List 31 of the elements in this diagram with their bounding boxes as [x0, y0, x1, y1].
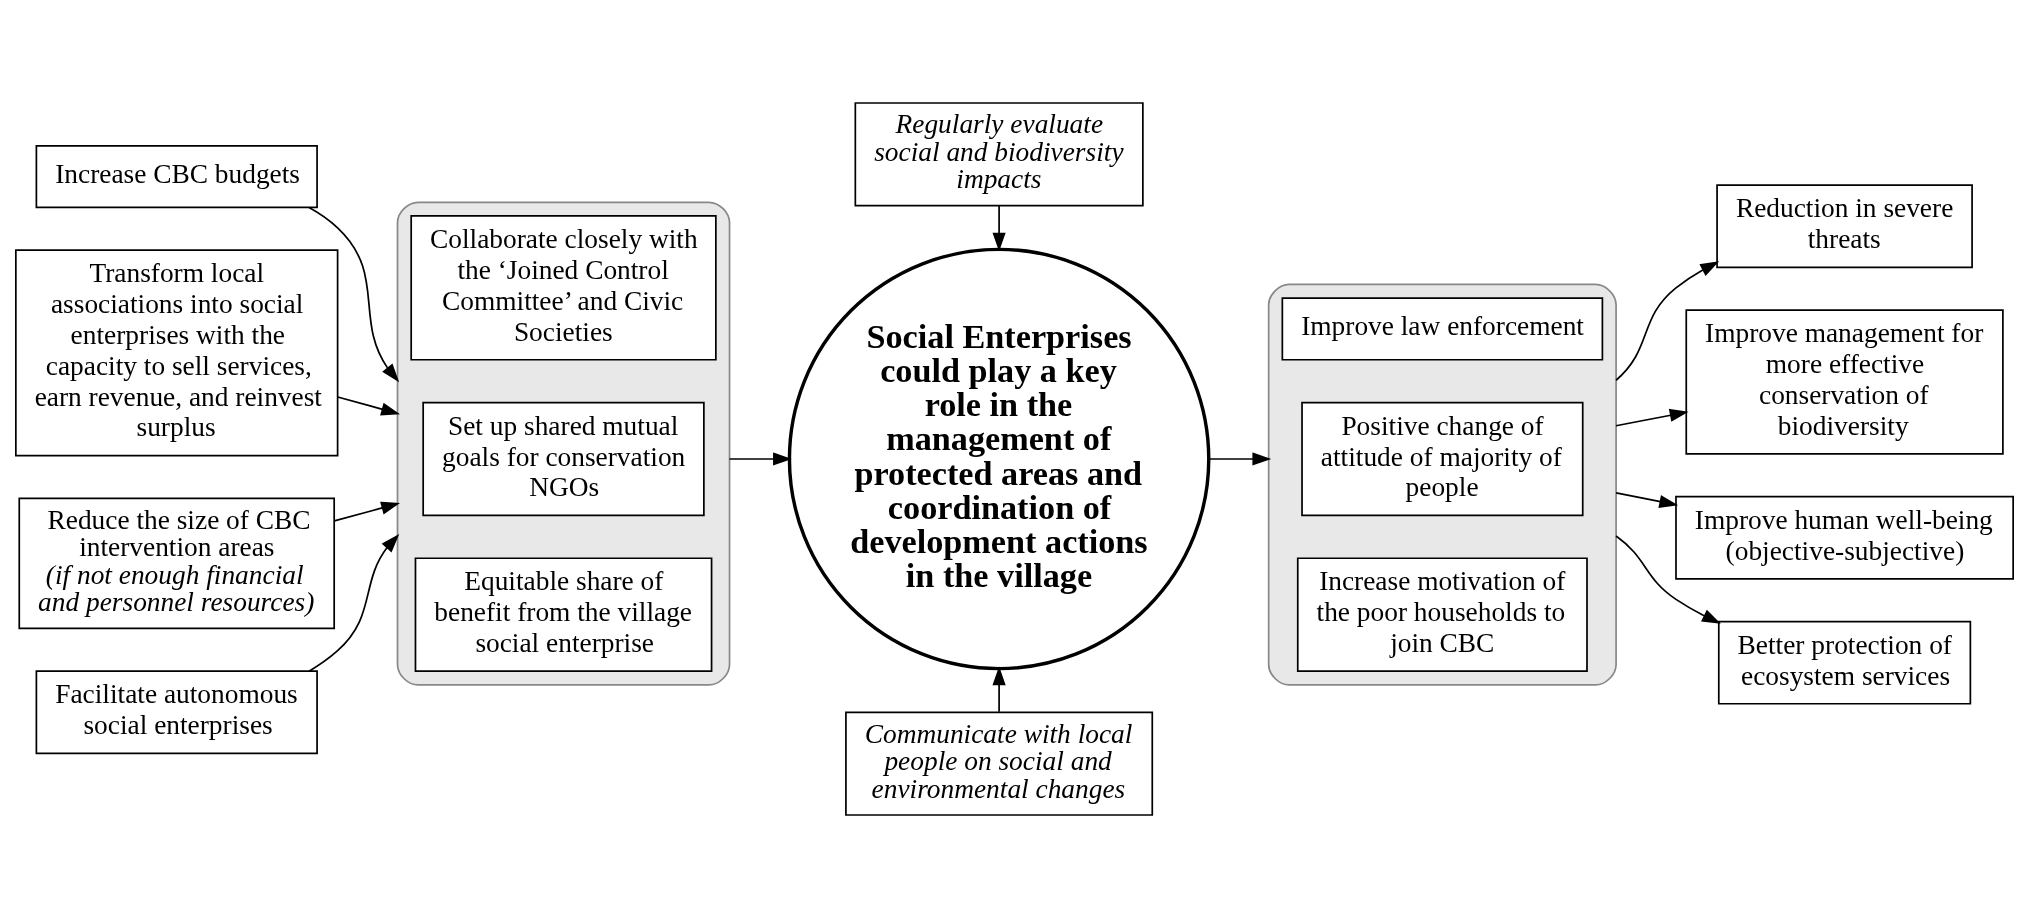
arrow	[336, 396, 400, 416]
node-box: Better protection of ecosystem services	[1717, 620, 1971, 705]
node-box: Set up shared mutual goals for conservation NGOs	[421, 401, 705, 517]
node-circle: Social Enterprises could play a key role in the management of protected areas and coordination of development actions in the village	[787, 247, 1210, 671]
arrow	[1207, 452, 1271, 466]
node-box: Increase CBC budgets	[35, 144, 318, 209]
node-box: Collaborate closely with the ‘Joined Control Committee’ and Civic Societies	[409, 215, 717, 361]
arrow	[1614, 408, 1689, 427]
arrow	[333, 501, 400, 522]
arrow	[307, 534, 399, 672]
node-box: Reduction in severe threats	[1715, 184, 1973, 269]
cluster	[396, 201, 730, 686]
node-box: Regularly evaluate social and biodiversity impacts	[853, 102, 1144, 207]
node-box: Communicate with local people on social and environmental changes	[844, 711, 1153, 816]
node-box: Reduce the size of CBC intervention areas (if not enough financial and personnel resources)	[17, 497, 335, 630]
arrow	[728, 452, 792, 466]
node-box: Equitable share of benefit from the village social enterprise	[414, 557, 712, 673]
node-box: Facilitate autonomous social enterprises	[35, 670, 318, 755]
arrow	[992, 205, 1006, 252]
node-box: Positive change of attitude of majority of people	[1300, 401, 1584, 517]
cluster	[1267, 283, 1617, 686]
node-box: Transform local associations into social enterprises with the capacity to sell services, earn revenue, and reinvest surplus	[14, 249, 338, 457]
node-box: Improve management for more effective conservation of biodiversity	[1684, 309, 2004, 455]
arrow	[1614, 492, 1678, 509]
node-box: Improve law enforcement	[1281, 297, 1603, 361]
node-box: Increase motivation of the poor households to join CBC	[1296, 557, 1588, 673]
arrow	[307, 206, 399, 383]
arrow	[1614, 535, 1721, 624]
arrow	[1614, 261, 1719, 382]
arrow	[992, 666, 1006, 713]
node-box: Improve human well-being (objective-subjective)	[1674, 495, 2014, 580]
